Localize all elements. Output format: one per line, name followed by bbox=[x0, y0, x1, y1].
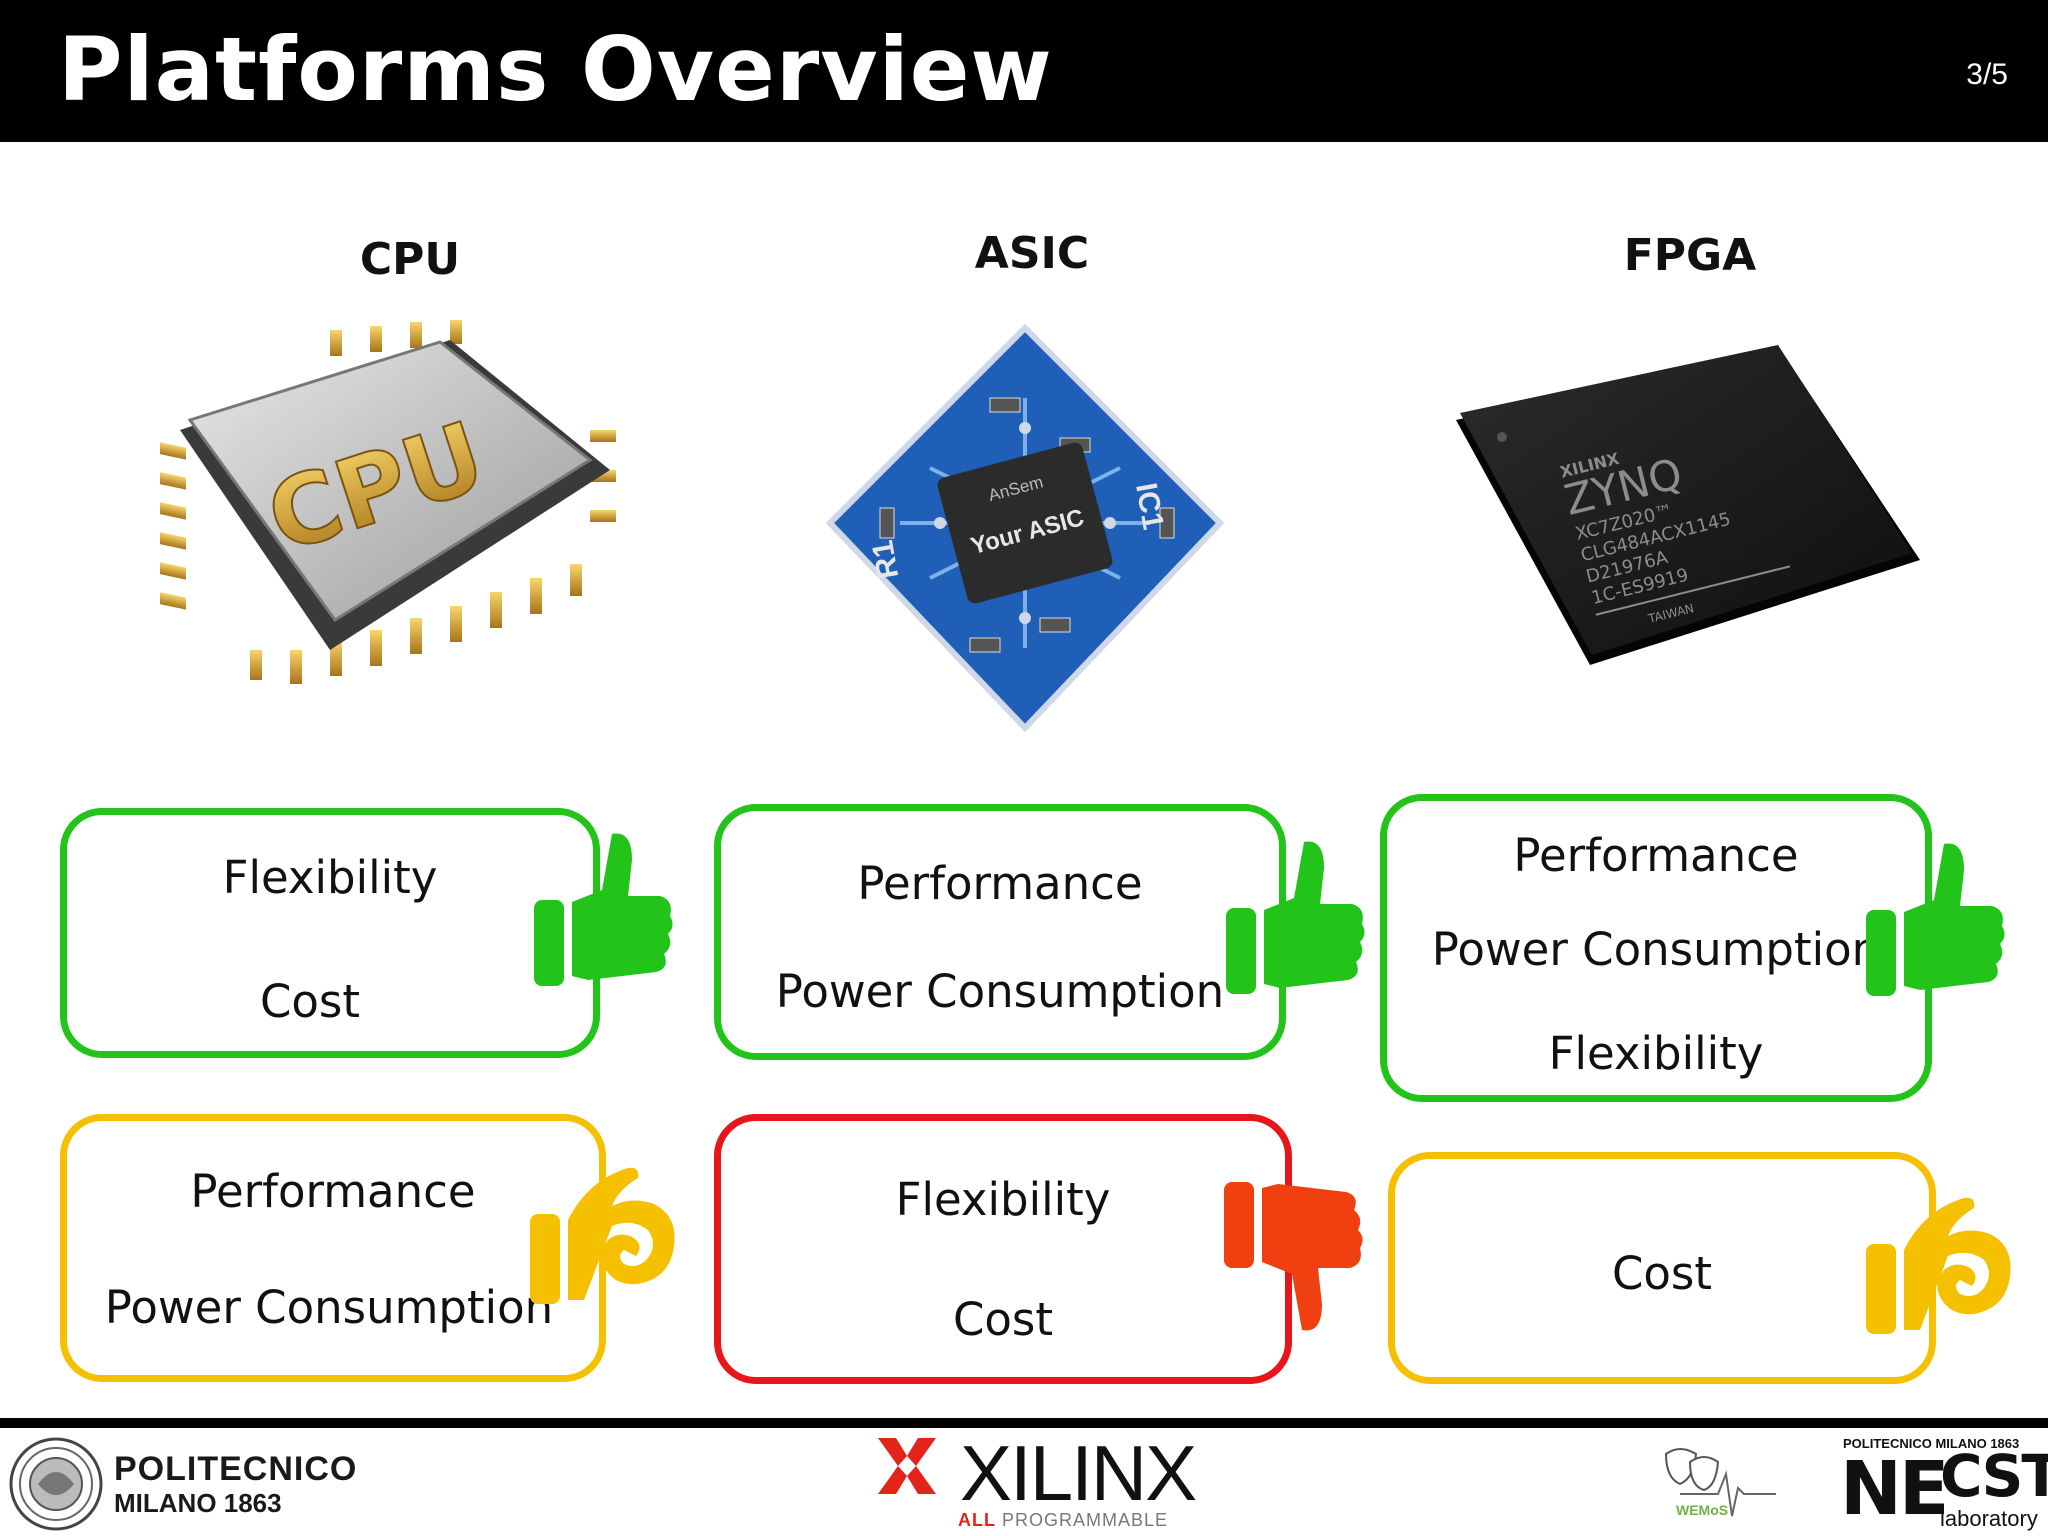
xilinx-mark-logo bbox=[878, 1438, 936, 1494]
fpga-pro-power: Power Consumption bbox=[1431, 923, 1881, 976]
asic-pro-performance: Performance bbox=[857, 857, 1143, 910]
cpu-pro-cost: Cost bbox=[259, 975, 361, 1028]
cpu-con-power: Power Consumption bbox=[104, 1281, 554, 1334]
cpu-pro-flexibility: Flexibility bbox=[222, 851, 438, 904]
asic-pro-power: Power Consumption bbox=[775, 965, 1225, 1018]
wemos-logo bbox=[1664, 1448, 1776, 1517]
asic-heading: ASIC bbox=[974, 228, 1090, 279]
xilinx-tagline: ALL PROGRAMMABLE bbox=[958, 1510, 1169, 1530]
asic-con-cost: Cost bbox=[952, 1293, 1054, 1346]
asic-con-flexibility: Flexibility bbox=[895, 1173, 1111, 1226]
cpu-chip-image: CPU bbox=[160, 320, 616, 684]
cpu-con-performance: Performance bbox=[190, 1165, 476, 1218]
xilinx-name: XILINX bbox=[960, 1429, 1197, 1517]
asic-cons-card: Flexibility Cost bbox=[714, 1114, 1292, 1384]
fpga-heading: FPGA bbox=[1623, 230, 1757, 281]
fpga-con-cost: Cost bbox=[1611, 1247, 1713, 1300]
cpu-pros-card: Flexibility Cost bbox=[60, 808, 600, 1058]
cpu-ok-hand-icon bbox=[530, 1167, 675, 1304]
politecnico-name: POLITECNICO bbox=[114, 1450, 358, 1488]
asic-thumbs-down-icon bbox=[1224, 1182, 1363, 1331]
wemos-label: WEMoS bbox=[1676, 1502, 1729, 1518]
necst-affiliation: POLITECNICO MILANO 1863 bbox=[1843, 1436, 2020, 1451]
footer-divider bbox=[0, 1418, 2048, 1428]
fpga-ok-hand-icon bbox=[1866, 1197, 2011, 1334]
fpga-pro-flexibility: Flexibility bbox=[1548, 1027, 1764, 1080]
necst-cst: CST bbox=[1940, 1442, 2048, 1510]
asic-pros-card: Performance Power Consumption bbox=[714, 804, 1286, 1060]
cpu-thumbs-up-icon bbox=[534, 833, 673, 986]
slide-header: Platforms Overview 3/5 bbox=[0, 0, 2048, 142]
necst-laboratory: laboratory bbox=[1940, 1506, 2038, 1531]
politecnico-year: MILANO 1863 bbox=[114, 1488, 282, 1518]
fpga-cons-card: Cost bbox=[1388, 1152, 1936, 1384]
cpu-cons-card: Performance Power Consumption bbox=[60, 1114, 606, 1382]
cpu-heading: CPU bbox=[359, 234, 461, 285]
slide-title: Platforms Overview bbox=[58, 18, 1053, 121]
fpga-pros-card: Performance Power Consumption Flexibilit… bbox=[1380, 794, 1932, 1102]
page-number: 3/5 bbox=[1966, 58, 2008, 91]
necst-ne: NE bbox=[1840, 1446, 1949, 1532]
svg-text:R1: R1 bbox=[866, 538, 905, 582]
fpga-pro-performance: Performance bbox=[1513, 829, 1799, 882]
fpga-thumbs-up-icon bbox=[1866, 843, 2005, 996]
fpga-chip-image: XILINX ZYNQ XC7Z020™ CLG484ACX1145 D2197… bbox=[1456, 345, 1920, 665]
svg-text:IC1: IC1 bbox=[1129, 480, 1170, 532]
asic-thumbs-up-icon bbox=[1226, 841, 1365, 994]
asic-chip-image: AnSem Your ASIC IC1 R1 bbox=[825, 323, 1225, 733]
politecnico-seal-logo bbox=[9, 1437, 103, 1531]
